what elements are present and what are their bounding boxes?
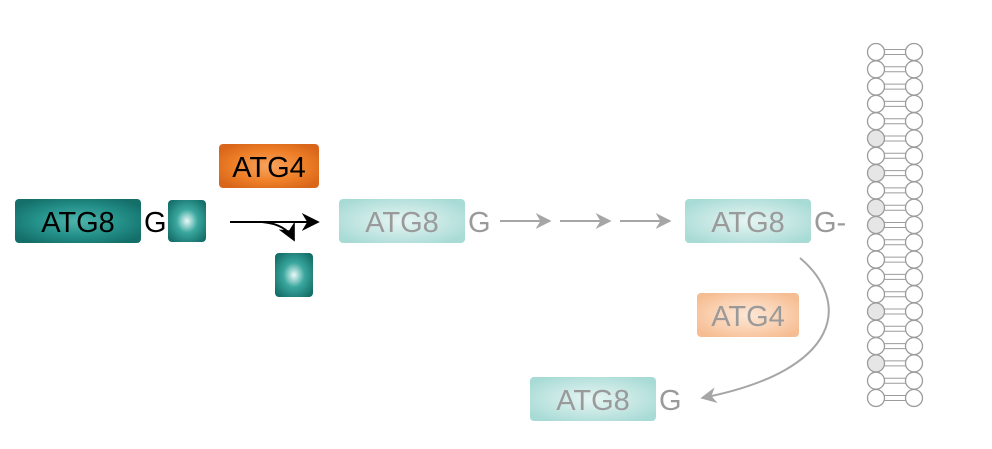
atg8-box-right — [685, 199, 811, 243]
lipid-head-group — [866, 336, 886, 356]
lipid-head-group — [866, 77, 886, 96]
lipid-head-group — [904, 215, 924, 235]
lipid-head-group — [904, 112, 924, 131]
lipid-head-group — [904, 336, 924, 356]
lipid-head-group — [866, 181, 886, 200]
lipid-head-group — [904, 77, 924, 96]
glycine-label-bottom: G — [659, 385, 682, 417]
lipid-head-group — [904, 129, 924, 148]
atg4-protease-top: ATG4 — [219, 144, 319, 188]
lipid-bilayer-membrane — [866, 42, 924, 408]
lipid-head-group — [866, 354, 886, 373]
lipid-head-group — [866, 302, 886, 321]
atg4-box-top — [219, 144, 319, 188]
lipid-head-group — [866, 94, 886, 114]
lipid-head-group — [866, 285, 886, 304]
glycine-label-middle: G — [468, 207, 491, 239]
lipid-head-group — [866, 215, 886, 235]
lipid-head-group — [904, 198, 924, 217]
atg8-label-left: ATG8 — [41, 207, 115, 239]
atg4-label-bottom: ATG4 — [711, 301, 785, 333]
glycine-label-left: G — [144, 207, 167, 239]
lipid-head-group — [904, 94, 924, 114]
deconjugation-arrow — [700, 257, 830, 404]
atg8-box-left — [15, 199, 141, 243]
c-terminal-extension-block — [168, 200, 206, 242]
lipid-head-group — [904, 267, 924, 287]
lipid-head-group — [866, 42, 886, 62]
atg8-delipidated: ATG8 G — [530, 377, 682, 421]
lipid-head-group — [904, 302, 924, 321]
lipid-head-group — [866, 163, 886, 183]
atg8-box-bottom — [530, 377, 656, 421]
lipid-head-group — [866, 198, 886, 217]
atg4-protease-bottom: ATG4 — [697, 293, 799, 337]
atg4-box-bottom — [697, 293, 799, 337]
atg8-label-middle: ATG8 — [365, 207, 439, 239]
lipid-head-group — [866, 250, 886, 269]
atg8-precursor: ATG8 G — [15, 199, 206, 243]
lipid-head-group — [866, 129, 886, 148]
atg8-box-middle — [339, 199, 465, 243]
glycine-pe-link-label: G- — [814, 207, 846, 239]
atg8-label-right: ATG8 — [711, 207, 785, 239]
lipid-head-group — [866, 112, 886, 131]
lipid-head-group — [866, 371, 886, 390]
lipid-head-group — [866, 233, 886, 252]
lipid-head-group — [904, 371, 924, 390]
cleavage-arrow — [230, 213, 320, 242]
lipid-head-group — [866, 60, 886, 79]
lipid-head-group — [866, 388, 886, 408]
lipid-head-group — [904, 250, 924, 269]
atg8-processed: ATG8 G — [339, 199, 491, 243]
atg8-label-bottom: ATG8 — [556, 385, 630, 417]
lipid-head-group — [866, 146, 886, 165]
lipid-head-group — [904, 42, 924, 62]
lipid-head-group — [866, 319, 886, 338]
lipid-head-group — [904, 60, 924, 79]
lipid-head-group — [904, 388, 924, 408]
lipid-head-group — [904, 163, 924, 183]
atg4-label-top: ATG4 — [232, 152, 306, 184]
lipid-head-group — [904, 181, 924, 200]
atg8-lipidated: ATG8 G- — [685, 199, 846, 243]
lipid-head-group — [904, 146, 924, 165]
lipid-head-group — [904, 285, 924, 304]
released-c-terminal-block — [275, 253, 313, 297]
lipid-head-group — [866, 267, 886, 287]
lipid-head-group — [904, 233, 924, 252]
lipid-head-group — [904, 354, 924, 373]
lipid-head-group — [904, 319, 924, 338]
